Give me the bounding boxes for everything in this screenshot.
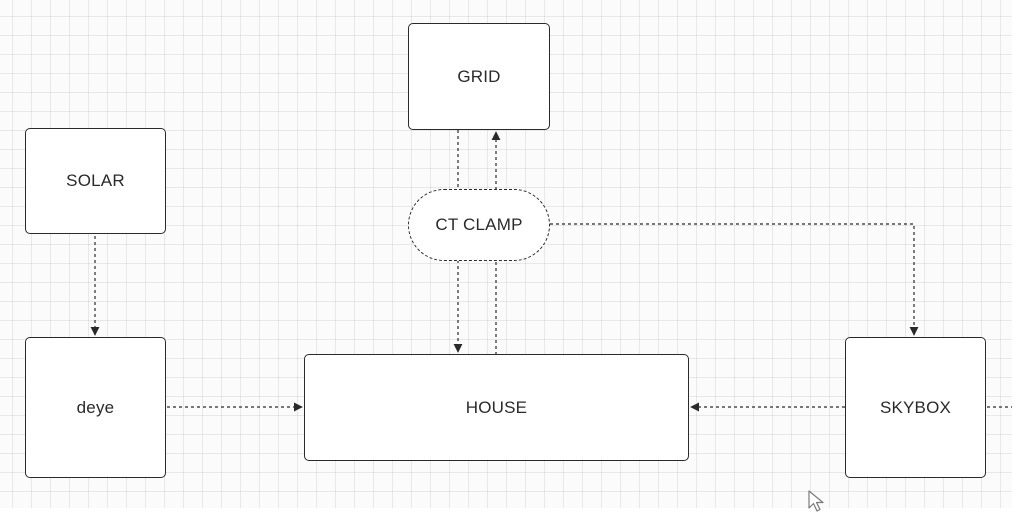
mouse-pointer-icon: [808, 490, 824, 512]
node-deye[interactable]: deye: [25, 337, 166, 478]
node-house-label: HOUSE: [465, 397, 528, 417]
node-grid[interactable]: GRID: [408, 23, 550, 130]
node-solar[interactable]: SOLAR: [25, 128, 166, 234]
node-grid-label: GRID: [457, 66, 501, 86]
node-skybox-label: SKYBOX: [879, 397, 952, 417]
node-ct-clamp[interactable]: CT CLAMP: [408, 189, 550, 261]
node-solar-label: SOLAR: [66, 171, 125, 190]
node-house[interactable]: HOUSE: [304, 354, 689, 461]
edge-ctclamp-to-skybox[interactable]: [550, 223, 919, 336]
node-skybox[interactable]: SKYBOX: [845, 337, 986, 478]
node-deye-label: deye: [76, 397, 115, 417]
node-ct-clamp-label: CT CLAMP: [435, 215, 523, 234]
